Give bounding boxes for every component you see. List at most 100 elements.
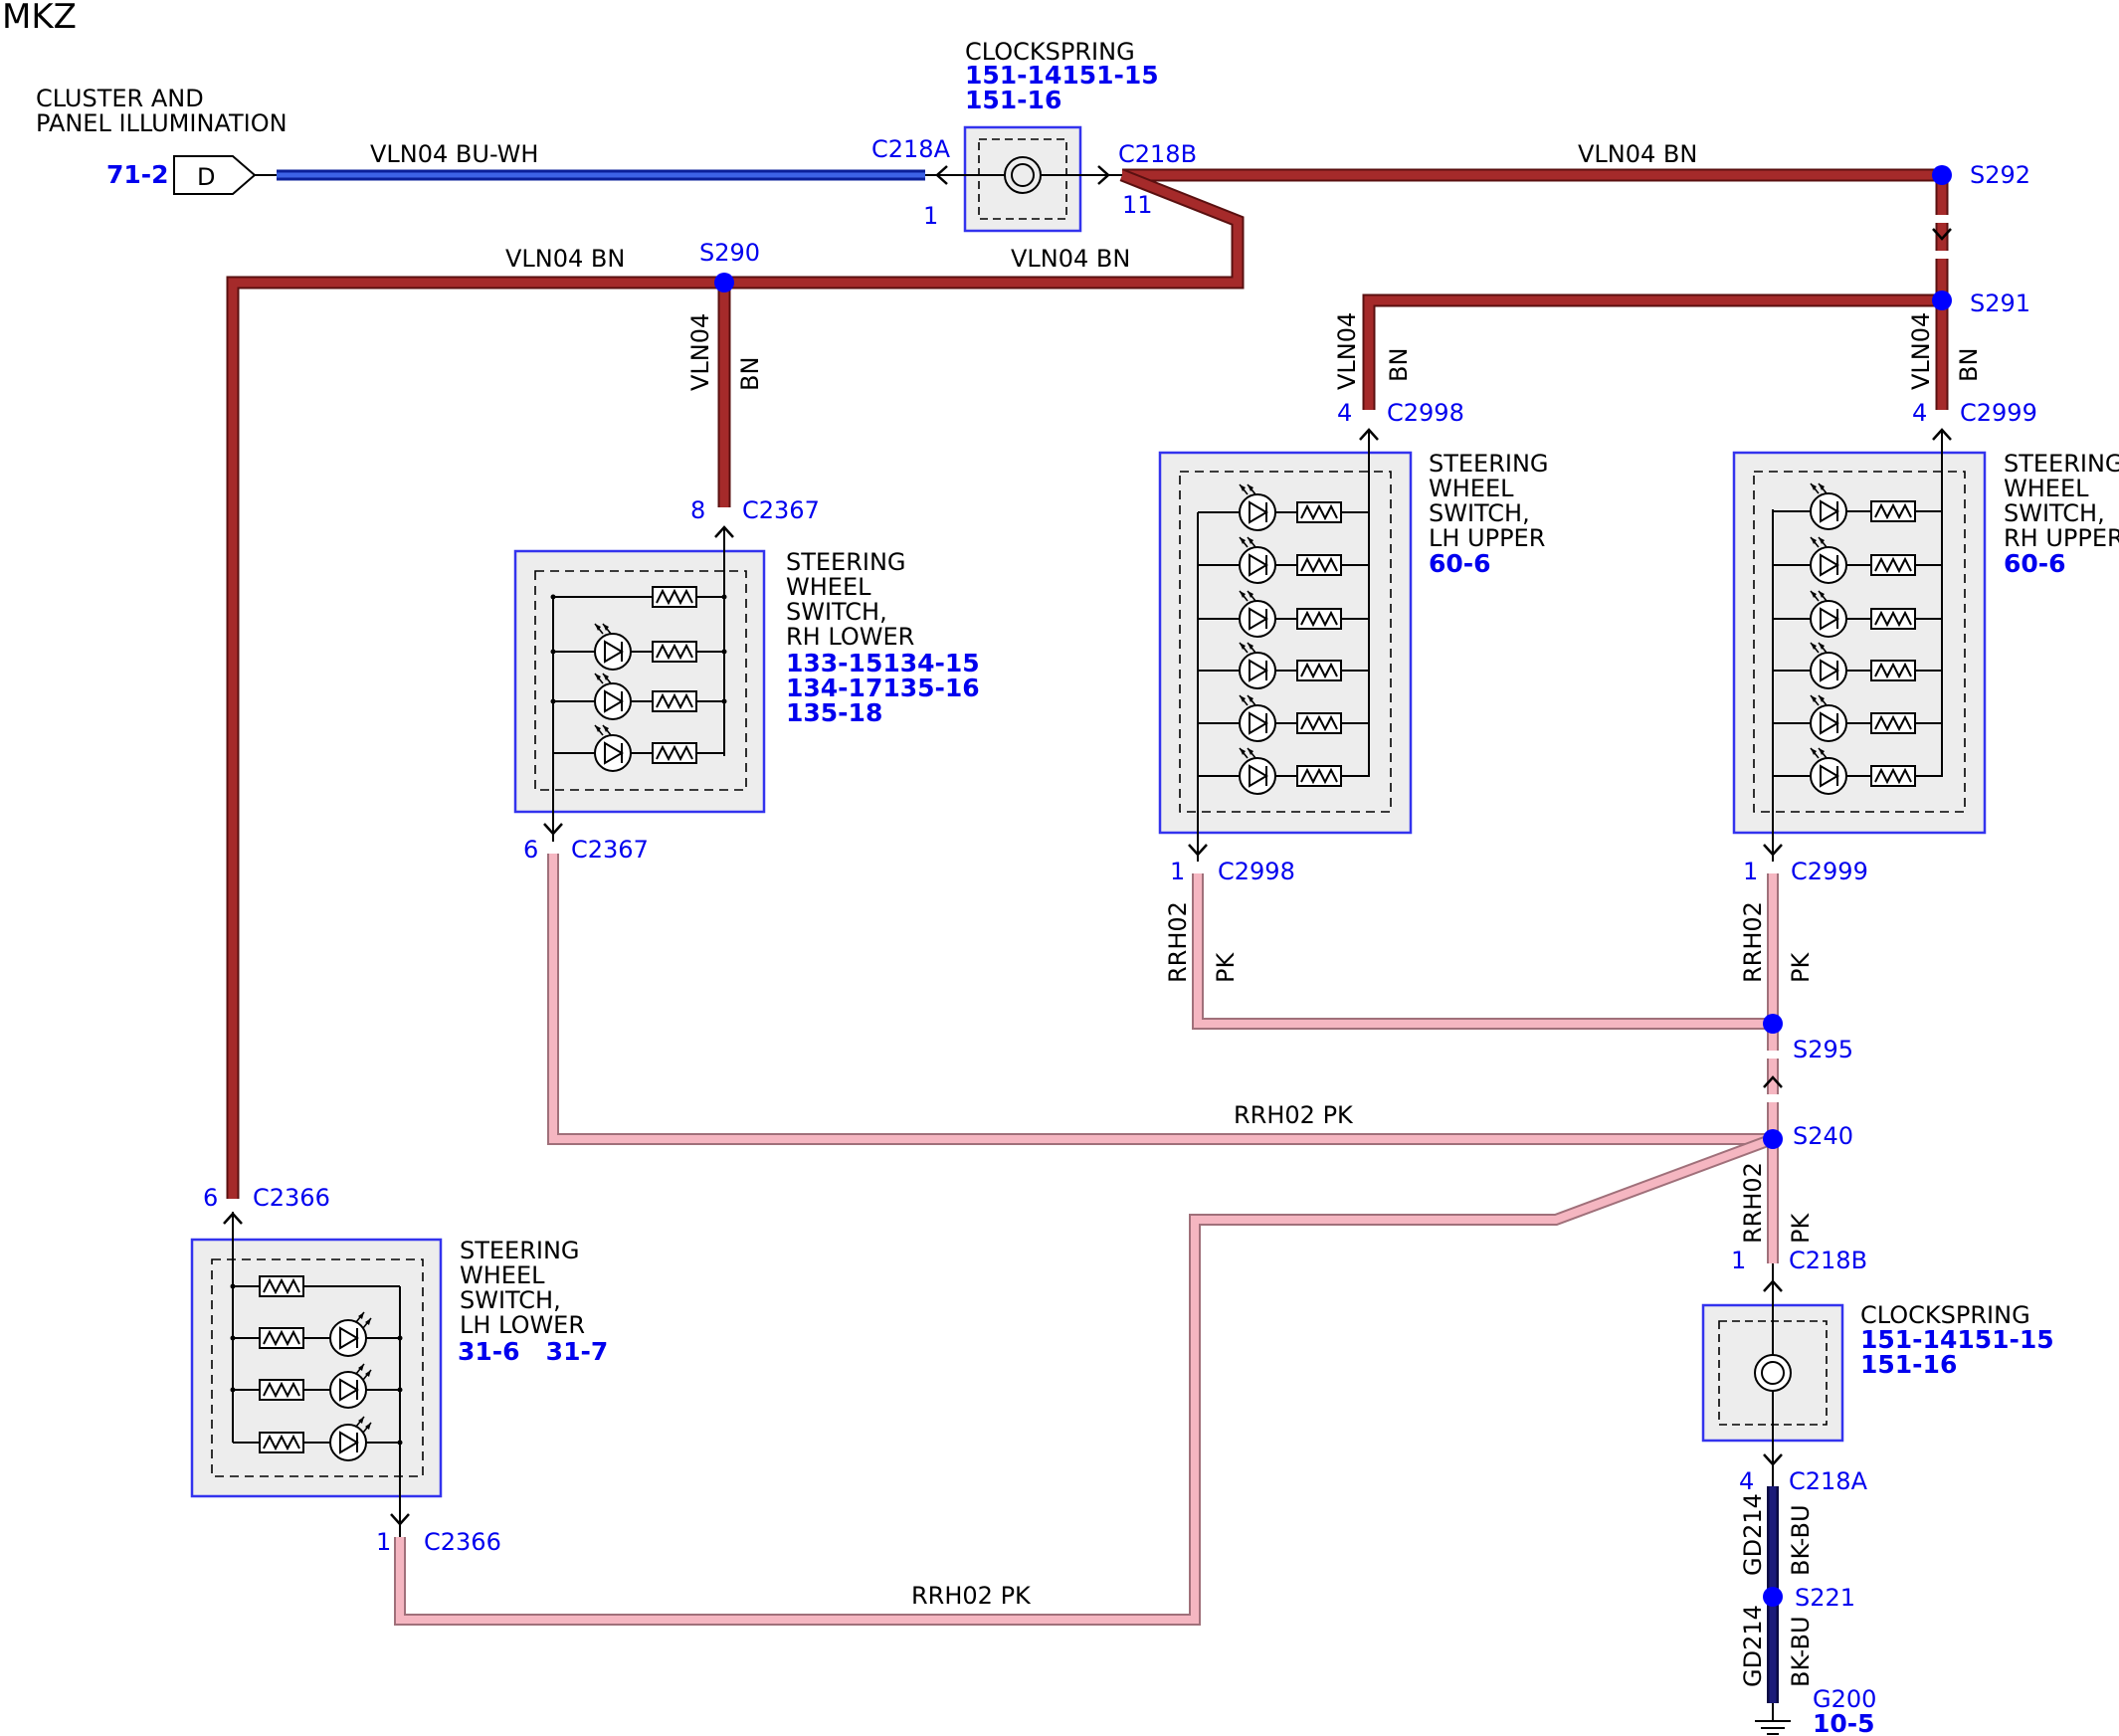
clockspring-top-title: CLOCKSPRING xyxy=(965,38,1135,66)
splice-s221 xyxy=(1763,1587,1783,1607)
clockspring-top-ref-2: 151-16 xyxy=(965,86,1061,114)
lh-upper-top-pin: 4 xyxy=(1337,399,1352,427)
rh-lower-top-connector: C2367 xyxy=(742,496,820,524)
lh-lower-title-3: SWITCH, xyxy=(460,1286,561,1314)
lh-lower-title-2: WHEEL xyxy=(460,1261,545,1289)
wire-vln04-bn-left xyxy=(226,276,724,1199)
clockspring-bottom-top-pin: 1 xyxy=(1731,1247,1746,1274)
clockspring-bottom-ref-2: 151-16 xyxy=(1860,1350,1957,1379)
lh-lower-ref: 31-6 31-7 xyxy=(458,1337,608,1366)
splice-s240 xyxy=(1763,1129,1783,1149)
clockspring-top-left-pin: 1 xyxy=(923,202,938,230)
lh-lower-bottom-pin: 1 xyxy=(376,1528,391,1556)
source-ref: 71-2 xyxy=(106,160,169,189)
label-source-wire: VLN04 BU-WH xyxy=(370,140,538,168)
source-connector-letter: D xyxy=(197,163,215,191)
label-bk-bu-lower: BK-BU xyxy=(1787,1616,1815,1687)
label-s290-right-wire: VLN04 BN xyxy=(1011,245,1130,273)
splice-s290-label: S290 xyxy=(699,239,760,267)
rh-lower-top-pin: 8 xyxy=(690,496,705,524)
rh-upper-top-connector: C2999 xyxy=(1960,399,2037,427)
splice-s291-label: S291 xyxy=(1970,289,2030,317)
wire-vln04-bn-s291-c2998 xyxy=(1362,293,1942,410)
rh-lower-ref-3: 135-18 xyxy=(786,698,882,727)
rh-lower-title-2: WHEEL xyxy=(786,573,871,601)
splice-s240-label: S240 xyxy=(1793,1122,1853,1150)
switch-rh-upper: 4 C2999 1 C2999 STEERING WHEEL SWITCH, R… xyxy=(1732,399,2119,885)
label-c2999-bn: BN xyxy=(1955,348,1983,382)
label-rrh02-pk-middle: RRH02 PK xyxy=(1234,1101,1354,1129)
rh-upper-title-3: SWITCH, xyxy=(2004,499,2105,527)
rh-upper-top-pin: 4 xyxy=(1912,399,1927,427)
rh-lower-ref-2: 134-17135-16 xyxy=(786,674,980,702)
clockspring-bottom: 1 C218B 4 C218A CLOCKSPRING 151-14151-15… xyxy=(1701,1247,2054,1495)
rh-upper-bottom-connector: C2999 xyxy=(1791,858,1868,885)
clockspring-bottom-top-connector: C218B xyxy=(1789,1247,1867,1274)
label-c2999-vln04: VLN04 xyxy=(1907,312,1935,390)
wire-vln04-bn-diagonal xyxy=(724,168,1245,289)
page-title: MKZ xyxy=(2,0,77,37)
rh-lower-title-4: RH LOWER xyxy=(786,623,914,651)
rh-lower-bottom-connector: C2367 xyxy=(571,836,649,864)
lh-upper-ref: 60-6 xyxy=(1429,549,1491,578)
wires xyxy=(226,168,1954,1703)
splice-s295 xyxy=(1763,1014,1783,1034)
source-title-line-1: CLUSTER AND xyxy=(36,85,204,112)
clockspring-top: CLOCKSPRING 151-14151-15 151-16 C218A 1 … xyxy=(871,38,1197,233)
label-s290-down-bn: BN xyxy=(736,357,764,391)
splice-s290 xyxy=(714,273,734,292)
splice-s291 xyxy=(1932,290,1952,310)
rh-upper-ref: 60-6 xyxy=(2004,549,2066,578)
wire-rrh02-pk-c2998 xyxy=(1192,873,1773,1030)
switch-lh-upper: 4 C2998 1 C2998 STEERING WHEEL SWITCH, L… xyxy=(1158,399,1549,885)
label-s240-pk: PK xyxy=(1787,1213,1815,1244)
wire-rrh02-pk-c2366 xyxy=(394,1133,1776,1626)
rh-upper-title-2: WHEEL xyxy=(2004,475,2089,502)
label-c2998-bn: BN xyxy=(1385,348,1413,382)
lh-upper-top-connector: C2998 xyxy=(1387,399,1464,427)
clockspring-bottom-bottom-connector: C218A xyxy=(1789,1467,1868,1495)
rh-lower-ref-1: 133-15134-15 xyxy=(786,649,980,677)
source-cluster-illumination: CLUSTER AND PANEL ILLUMINATION 71-2 D xyxy=(36,85,288,195)
rh-lower-title-1: STEERING xyxy=(786,548,906,576)
wire-labels: VLN04 BU-WH VLN04 BN VLN04 BN VLN04 BN V… xyxy=(370,140,1983,1687)
wire-rrh02-pk-c2999 xyxy=(1761,873,1785,1263)
label-c2999-rrh02: RRH02 xyxy=(1739,901,1767,983)
splices: S290 S292 S291 S295 S240 S221 xyxy=(699,161,2030,1612)
label-rrh02-pk-bottom: RRH02 PK xyxy=(911,1582,1032,1610)
splice-s292 xyxy=(1932,165,1952,185)
clockspring-top-ref-1: 151-14151-15 xyxy=(965,61,1159,90)
lh-lower-top-pin: 6 xyxy=(203,1184,218,1212)
label-top-right-wire: VLN04 BN xyxy=(1578,140,1697,168)
rh-lower-title-3: SWITCH, xyxy=(786,598,887,626)
ground-name: G200 xyxy=(1813,1685,1876,1713)
splice-s292-label: S292 xyxy=(1970,161,2030,189)
source-connector-shape xyxy=(173,155,257,195)
clockspring-bottom-title: CLOCKSPRING xyxy=(1860,1301,2030,1329)
splice-s221-label: S221 xyxy=(1795,1584,1855,1612)
clockspring-top-right-pin: 11 xyxy=(1122,191,1153,219)
label-c2999-pk: PK xyxy=(1787,952,1815,983)
label-s290-left-wire: VLN04 BN xyxy=(505,245,625,273)
wire-rrh02-pk-c2367 xyxy=(547,854,1773,1145)
label-s290-down-vln04: VLN04 xyxy=(686,313,714,391)
label-c2998-rrh02: RRH02 xyxy=(1164,901,1192,983)
lh-upper-title-1: STEERING xyxy=(1429,450,1549,478)
rh-upper-bottom-pin: 1 xyxy=(1743,858,1758,885)
lh-lower-top-connector: C2366 xyxy=(253,1184,330,1212)
source-title-line-2: PANEL ILLUMINATION xyxy=(36,109,288,137)
clockspring-top-right-connector: C218B xyxy=(1118,140,1197,168)
lh-lower-bottom-connector: C2366 xyxy=(424,1528,501,1556)
ground-ref: 10-5 xyxy=(1813,1709,1875,1736)
clockspring-bottom-ref-1: 151-14151-15 xyxy=(1860,1325,2054,1354)
label-c2998-vln04: VLN04 xyxy=(1333,312,1361,390)
lh-upper-title-3: SWITCH, xyxy=(1429,499,1530,527)
rh-lower-bottom-pin: 6 xyxy=(523,836,538,864)
clockspring-bottom-bottom-pin: 4 xyxy=(1739,1467,1754,1495)
switch-lh-lower: 6 C2366 1 C2366 STEERING WHEEL SWITCH, L… xyxy=(190,1184,608,1556)
label-s240-rrh02: RRH02 xyxy=(1739,1162,1767,1244)
clockspring-bottom-coil-icon xyxy=(1754,1354,1792,1392)
lh-upper-bottom-connector: C2998 xyxy=(1218,858,1295,885)
label-gd214-lower: GD214 xyxy=(1739,1605,1767,1687)
